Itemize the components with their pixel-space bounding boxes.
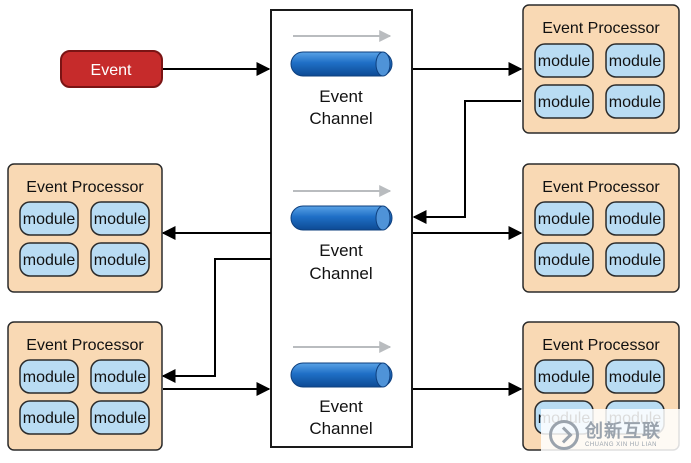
channel-label-line1: Event [319, 241, 363, 260]
processor-title: Event Processor [542, 337, 660, 354]
connectors [161, 62, 523, 396]
event-label: Event [91, 62, 132, 79]
arrow-processor-top-right-to-channel-2 [412, 100, 521, 224]
event-processor-top-right: Event Processor module module module mod… [522, 4, 680, 134]
module-label: module [538, 252, 591, 269]
module-box: module [605, 359, 665, 394]
module-box: module [534, 84, 594, 119]
module-label: module [538, 53, 591, 70]
module-box: module [534, 359, 594, 394]
watermark-text: 创新互联 CHUANG XIN HU LIAN [585, 420, 661, 448]
module-label: module [609, 53, 662, 70]
processor-title: Event Processor [26, 337, 144, 354]
module-box: module [90, 400, 150, 435]
event-processor-bottom-left: Event Processor module module module mod… [7, 321, 163, 451]
module-label: module [609, 94, 662, 111]
module-label: module [23, 211, 76, 228]
module-box: module [534, 43, 594, 78]
event-channel-3: Event Channel [290, 341, 393, 438]
channel-cylinder [290, 51, 393, 77]
module-box: module [534, 201, 594, 236]
channel-label-line2: Channel [309, 109, 372, 128]
event-channel-2: Event Channel [290, 185, 393, 283]
watermark-sub: CHUANG XIN HU LIAN [585, 441, 658, 448]
module-label: module [609, 211, 662, 228]
event-processor-mid-right: Event Processor module module module mod… [522, 163, 680, 293]
module-label: module [538, 211, 591, 228]
module-label: module [94, 252, 147, 269]
module-label: module [94, 211, 147, 228]
module-label: module [23, 369, 76, 386]
module-label: module [94, 369, 147, 386]
channel-label-line1: Event [319, 397, 363, 416]
module-label: module [23, 252, 76, 269]
arrow-channel-2-to-processor-bottom-left [161, 258, 271, 383]
module-label: module [23, 410, 76, 427]
module-box: module [19, 359, 79, 394]
event-processor-mid-left: Event Processor module module module mod… [7, 163, 163, 293]
module-box: module [19, 242, 79, 277]
module-box: module [605, 43, 665, 78]
processor-title: Event Processor [542, 179, 660, 196]
event-channel-1: Event Channel [290, 30, 393, 128]
channel-label-line2: Channel [309, 419, 372, 438]
watermark-logo-icon [549, 420, 579, 450]
watermark-main: 创新互联 [585, 420, 661, 441]
module-label: module [538, 369, 591, 386]
processor-title: Event Processor [26, 179, 144, 196]
module-box: module [605, 84, 665, 119]
module-box: module [90, 242, 150, 277]
watermark: 创新互联 CHUANG XIN HU LIAN [541, 409, 689, 461]
initial-event: Event [60, 50, 163, 88]
module-box: module [19, 201, 79, 236]
module-box: module [90, 201, 150, 236]
module-box: module [605, 201, 665, 236]
module-box: module [90, 359, 150, 394]
channel-label-line1: Event [319, 87, 363, 106]
channel-cylinder [290, 205, 393, 231]
module-label: module [538, 94, 591, 111]
module-box: module [534, 242, 594, 277]
module-box: module [19, 400, 79, 435]
processor-title: Event Processor [542, 20, 660, 37]
channel-label-line2: Channel [309, 264, 372, 283]
module-label: module [94, 410, 147, 427]
module-label: module [609, 252, 662, 269]
channel-cylinder [290, 362, 393, 388]
module-label: module [609, 369, 662, 386]
module-box: module [605, 242, 665, 277]
